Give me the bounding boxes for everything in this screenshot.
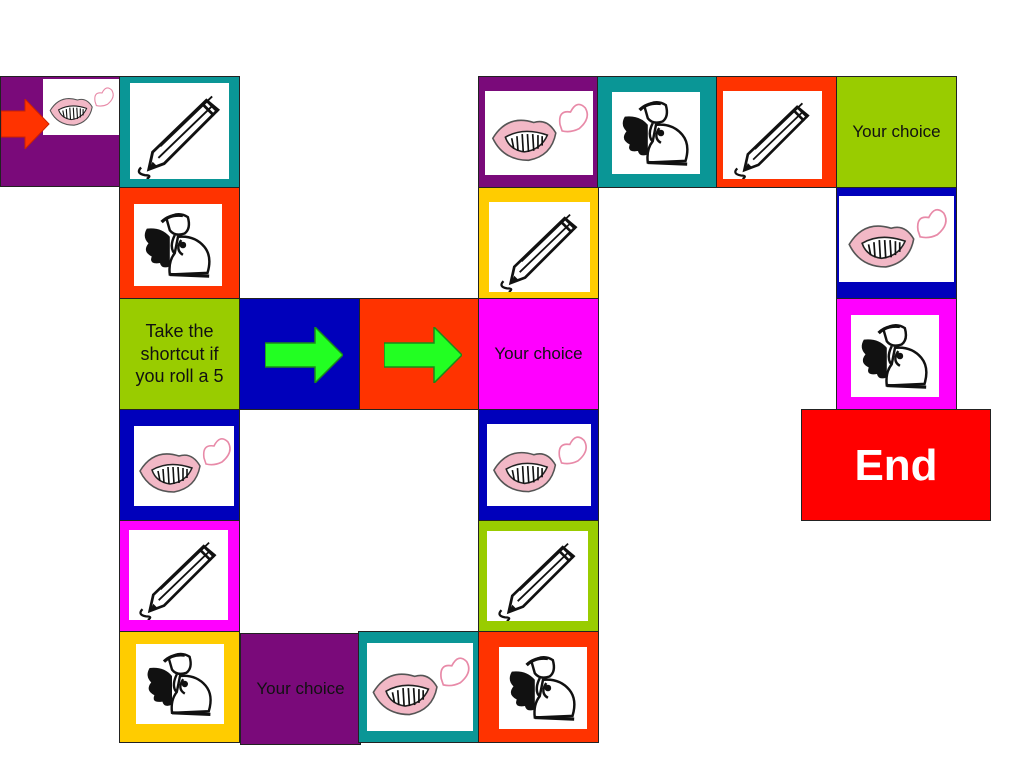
tile-choice: Your choice [836,76,957,188]
listener-icon [851,315,939,397]
tile-pencil [716,76,837,188]
choice-label: Your choice [241,634,360,744]
listener-icon [499,647,587,729]
listener-icon [612,92,700,174]
mouth-icon [134,426,234,506]
tile-pencil [119,76,240,188]
listener-icon [136,644,224,724]
tile-mouth [478,76,599,188]
tile-arrow-blue [239,298,360,410]
tile-listener [836,298,957,410]
choice-label: Your choice [837,77,956,187]
mouth-icon [43,79,119,135]
mouth-icon [367,643,473,731]
tile-arrow-red [359,298,480,410]
tile-mouth [358,631,479,743]
tile-listener [119,631,240,743]
shortcut-label: Take the shortcut if you roll a 5 [120,299,239,409]
tile-listener [119,187,240,299]
tile-listener [597,76,718,188]
mouth-icon [485,91,593,175]
tile-choice: Your choice [240,633,361,745]
mouth-icon [487,424,591,506]
start-tile [0,76,121,187]
tile-pencil [478,187,599,299]
tile-pencil [478,520,599,632]
pencil-icon [129,530,228,620]
listener-icon [134,204,222,286]
start-arrow-icon [1,99,51,149]
end-tile: End [801,409,991,521]
green-arrow-icon [265,327,343,383]
choice-label: Your choice [479,299,598,409]
tile-shortcut: Take the shortcut if you roll a 5 [119,298,240,410]
pencil-icon [487,531,588,621]
tile-mouth [836,187,957,299]
tile-listener [478,631,599,743]
tile-mouth [119,409,240,521]
end-label: End [802,410,990,520]
pencil-icon [489,202,590,292]
green-arrow-icon [384,327,462,383]
pencil-icon [723,91,822,179]
pencil-icon [130,83,229,179]
mouth-icon [839,196,954,282]
tile-choice: Your choice [478,298,599,410]
tile-mouth [478,409,599,521]
tile-pencil [119,520,240,632]
